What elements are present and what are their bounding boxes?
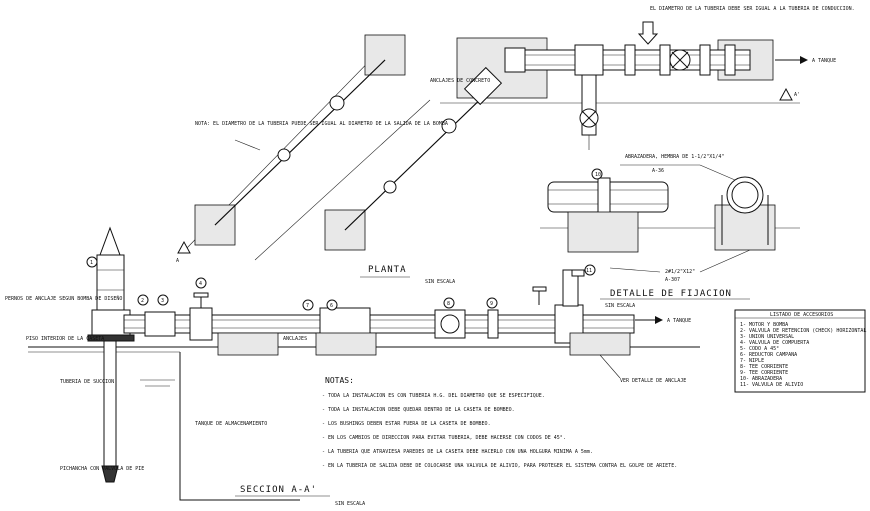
plan-view: A A' A TANQUE EL DIAMETRO DE LA TUBERIA … (176, 6, 855, 285)
section-scale: SIN ESCALA (335, 501, 365, 507)
anchors-concrete-label: ANCLAJES DE CONCRETO (430, 78, 490, 84)
callout-11: 11 (586, 268, 592, 274)
bolt-spec: A-307 (665, 277, 680, 283)
bolt-dims: 2#1/2"X12" (665, 269, 695, 275)
plan-scale: SIN ESCALA (425, 279, 455, 285)
clamp-label: ABRAZADERA, HEMBRA DE 1-1/2"X1/4" (625, 154, 724, 160)
note-item: - LA TUBERIA QUE ATRAVIESA PAREDES DE LA… (322, 449, 593, 455)
legend-item: 3- UNION UNIVERSAL (740, 334, 794, 340)
legend-item: 8- TEE CORRIENTE (740, 364, 788, 370)
foot-valve-label: PICHANCHA CON VALVULA DE PIE (60, 466, 144, 472)
pump-motor (96, 254, 125, 311)
notes-heading: NOTAS: (325, 376, 354, 385)
legend-item: 1- MOTOR Y BOMBA (740, 322, 788, 328)
anchors-label: ANCLAJES (283, 336, 307, 342)
tank-label: TANQUE DE ALMACENAMIENTO (195, 421, 267, 427)
callout-2: 2 (141, 298, 144, 304)
see-detail-label: VER DETALLE DE ANCLAJE (620, 378, 686, 384)
pump-diameter-note: NOTA: EL DIAMETRO DE LA TUBERIA PUEDE SE… (195, 121, 448, 127)
accessories-legend: LISTADO DE ACCESORIOS 1- MOTOR Y BOMBA 2… (734, 309, 866, 393)
callout-10-detail: 10 (595, 172, 601, 178)
section-marker-a-prime: A' (794, 92, 800, 98)
floor-label: PISO INTERIOR DE LA CASETA (26, 336, 104, 342)
legend-item: 7- NIPLE (740, 358, 764, 364)
callout-8: 8 (447, 301, 450, 307)
fixing-detail: 10 ABRAZADERA, HEMBRA DE 1-1/2"X1/4" A-3… (540, 154, 800, 309)
section-view: 1 ANCLAJES A TANQUE 2 3 4 (5, 226, 700, 507)
callout-3: 3 (161, 298, 164, 304)
note-item: - LOS BUSHINGS DEBEN ESTAR FUERA DE LA C… (322, 421, 491, 427)
callout-6: 6 (330, 303, 333, 309)
to-tank-label-top: A TANQUE (812, 58, 836, 64)
detail-title: DETALLE DE FIJACION (610, 289, 732, 299)
to-tank-label-bottom: A TANQUE (667, 318, 691, 324)
legend-heading: LISTADO DE ACCESORIOS (770, 312, 833, 318)
section-marker-a: A (176, 258, 179, 264)
notes-block: NOTAS: - TODA LA INSTALACION ES CON TUBE… (322, 376, 677, 469)
top-note: EL DIAMETRO DE LA TUBERIA DEBE SER IGUAL… (650, 6, 855, 12)
callout-9: 9 (490, 301, 493, 307)
callout-1: 1 (90, 260, 93, 266)
legend-item: 11- VALVULA DE ALIVIO (740, 382, 803, 388)
note-item: - EN LA TUBERIA DE SALIDA DEBE DE COLOCA… (322, 463, 677, 469)
callout-7: 7 (306, 303, 309, 309)
legend-item: 4- VALVULA DE COMPUERTA (740, 340, 809, 346)
legend-item: 5- CODO A 45° (740, 346, 779, 352)
anchor-block (364, 34, 406, 76)
legend-item: 9- TEE CORRIENTE (740, 370, 788, 376)
note-item: - TODA LA INSTALACION DEBE QUEDAR DENTRO… (322, 407, 515, 413)
legend-item: 10- ABRAZADERA (740, 376, 782, 382)
detail-scale: SIN ESCALA (605, 303, 635, 309)
callout-4: 4 (199, 281, 202, 287)
anchor-bolts-label: PERNOS DE ANCLAJE SEGUN BOMBA DE DISEÑO (5, 295, 122, 302)
note-item: - EN LOS CAMBIOS DE DIRECCION PARA EVITA… (322, 435, 566, 441)
legend-item: 6- REDUCTOR CAMPANA (740, 352, 797, 358)
legend-item: 2- VALVULA DE RETENCION (CHECK) HORIZONT… (740, 328, 866, 334)
suction-pipe-label: TUBERIA DE SUCCION (60, 379, 114, 385)
note-item: - TODA LA INSTALACION ES CON TUBERIA H.G… (322, 393, 545, 399)
plan-title: PLANTA (368, 265, 407, 275)
section-title: SECCION A-A' (240, 485, 317, 495)
clamp-spec: A-36 (652, 168, 664, 174)
